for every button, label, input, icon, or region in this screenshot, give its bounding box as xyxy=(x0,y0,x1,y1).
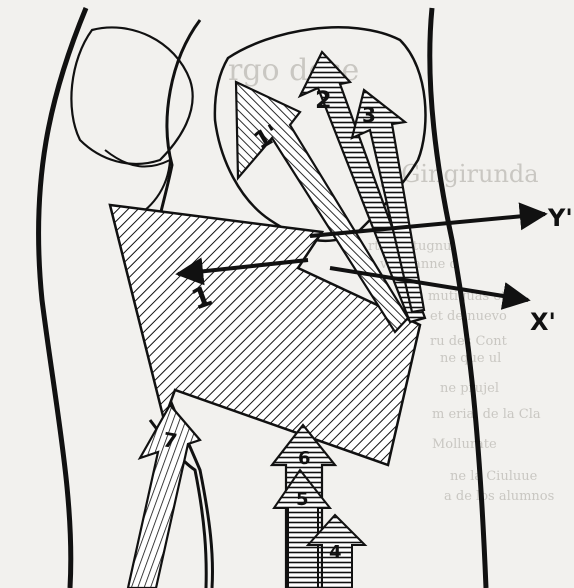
bleed-line: a de los alumnos xyxy=(444,489,554,504)
label-arrow-6: 6 xyxy=(298,448,311,469)
sacrum-outline xyxy=(71,27,192,163)
bleed-line: ne la Ciuluue xyxy=(450,469,538,484)
label-arrow-3: 3 xyxy=(362,103,376,127)
label-axis-x: X' xyxy=(530,308,556,336)
bleed-line: m erial de la Cla xyxy=(432,407,541,422)
bleed-line: et de nuevo xyxy=(430,309,507,324)
bleed-line: Mollurate xyxy=(432,437,497,452)
bleed-line: ne prujel xyxy=(440,381,499,396)
label-axis-y: Y' xyxy=(547,204,573,232)
leg-outline-left xyxy=(39,8,86,588)
label-arrow-4: 4 xyxy=(329,542,342,563)
label-arrow-5: 5 xyxy=(296,489,309,510)
label-arrow-2: 2 xyxy=(315,86,332,114)
